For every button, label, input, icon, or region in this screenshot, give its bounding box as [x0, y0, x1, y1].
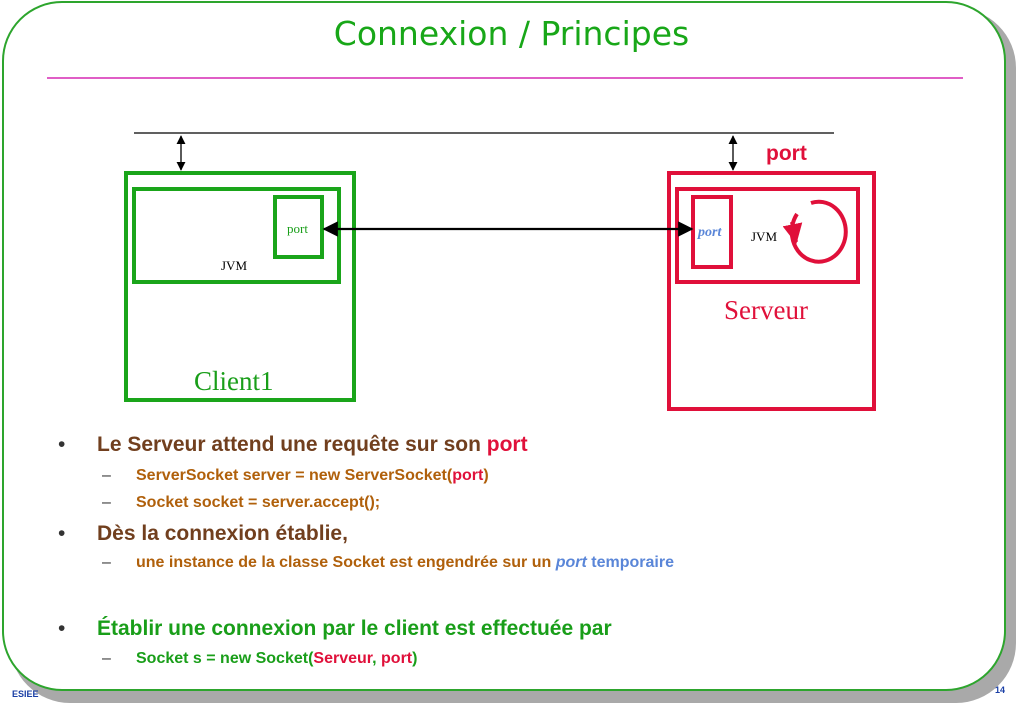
sub-text-end: ) — [483, 467, 489, 484]
sub-marker: – — [102, 554, 111, 571]
bullet-marker: • — [58, 433, 66, 456]
client-port-label: port — [287, 221, 308, 236]
bullet-2-sub-1: une instance de la classe Socket est eng… — [136, 554, 674, 572]
bullet-marker: • — [58, 617, 66, 640]
client-jvm-label: JVM — [221, 258, 248, 273]
bullet-1-highlight: port — [486, 433, 528, 456]
footer-logo-text: ESIEE — [12, 689, 39, 699]
sub-marker: – — [102, 494, 111, 511]
client-port-box — [273, 195, 324, 259]
server-box — [667, 171, 876, 411]
client-label: Client1 — [194, 366, 274, 396]
server-port-label: port — [698, 225, 722, 240]
bullet-3: Établir une connexion par le client est … — [97, 617, 612, 640]
page-number: 14 — [995, 685, 1006, 695]
bullet-marker: • — [58, 522, 66, 545]
network-port-label: port — [766, 142, 807, 165]
sub-text: ServerSocket server = new ServerSocket( — [136, 467, 453, 484]
bullet-1-text: Le Serveur attend une requête sur son — [97, 433, 487, 456]
sub-text: une instance de la classe Socket est eng… — [136, 554, 556, 571]
sub-highlight-port: port — [381, 650, 413, 667]
sub-separator: , — [372, 650, 382, 667]
server-jvm-label: JVM — [751, 229, 778, 244]
sub-text-end: ) — [412, 650, 418, 667]
sub-marker: – — [102, 650, 111, 667]
slide-frame — [2, 1, 1006, 691]
slide-title: Connexion / Principes — [333, 14, 690, 53]
bullet-1: Le Serveur attend une requête sur son po… — [97, 433, 528, 457]
sub-text: Socket socket = server.accept(); — [136, 494, 381, 511]
bullet-2: Dès la connexion établie, — [97, 522, 348, 545]
bullet-1-sub-1: ServerSocket server = new ServerSocket(p… — [136, 467, 489, 485]
sub-highlight: port — [555, 554, 587, 571]
sub-text: Socket s = new Socket( — [136, 650, 314, 667]
sub-marker: – — [102, 467, 111, 484]
listen-loop-icon — [789, 199, 848, 264]
title-rule — [47, 77, 963, 79]
client-box — [124, 171, 356, 402]
sub-text-end: temporaire — [586, 554, 674, 571]
sub-highlight-server: Serveur — [313, 650, 373, 667]
server-label: Serveur — [724, 295, 808, 325]
bullet-1-sub-2: Socket socket = server.accept(); — [136, 494, 380, 512]
sub-highlight: port — [452, 467, 484, 484]
bullet-3-sub-1: Socket s = new Socket(Serveur, port) — [136, 650, 417, 668]
